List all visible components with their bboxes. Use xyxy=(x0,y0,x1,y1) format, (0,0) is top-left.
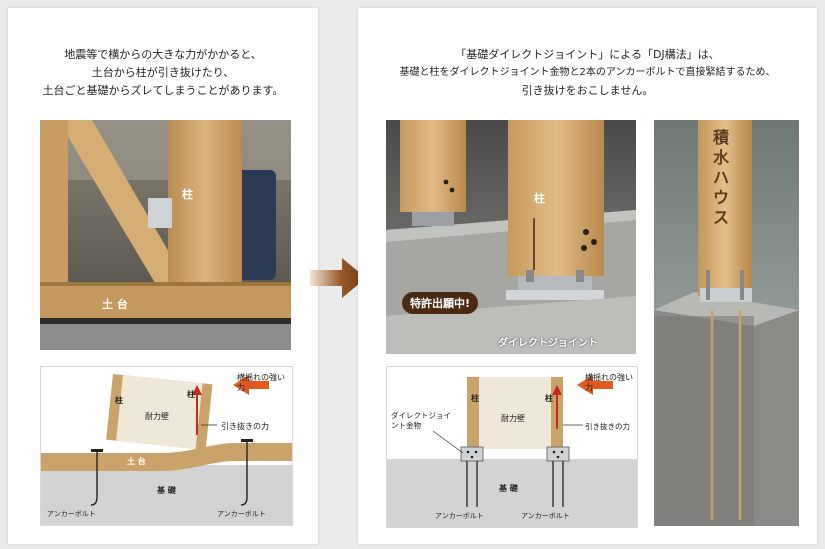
right-caption-line-2: 基礎と柱をダイレクトジョイント金物と2本のアンカーボルトで直接緊結するため、 xyxy=(399,67,776,78)
transition-arrow-icon xyxy=(310,258,366,298)
left-diagram-lateral-force: 横揺れの強い力 xyxy=(237,373,285,392)
right-diagram-lateral-force: 横揺れの強い力 xyxy=(585,373,633,392)
right-diagram: 柱 柱 耐力壁 横揺れの強い力 ダイレクトジョイント金物 引き抜きの力 基 礎 … xyxy=(386,366,638,528)
left-diagram: 柱 柱 耐力壁 横揺れの強い力 引き抜きの力 土 台 基 礎 アンカーボルト ア… xyxy=(40,366,293,526)
left-caption-line-3: 土台ごと基礎からズレてしまうことがあります。 xyxy=(42,84,284,97)
left-photo-illustration xyxy=(40,120,291,350)
right-brand-photo: 積水ハウス xyxy=(654,120,799,526)
right-photo-pillar-label: 柱 xyxy=(534,192,545,205)
right-panel: 「基礎ダイレクトジョイント」による「DJ構法」は、 基礎と柱をダイレクトジョイン… xyxy=(358,8,817,544)
right-caption-line-1: 「基礎ダイレクトジョイント」による「DJ構法」は、 xyxy=(455,48,720,61)
left-diagram-anchor-bolt-left: アンカーボルト xyxy=(47,510,96,518)
left-diagram-foundation: 基 礎 xyxy=(157,486,176,495)
right-photo-illustration xyxy=(386,120,636,354)
right-photo: 柱 特許出願中! ダイレクトジョイント xyxy=(386,120,636,354)
left-diagram-sill: 土 台 xyxy=(127,457,146,466)
left-panel: 地震等で横からの大きな力がかかると、 土台から柱が引き抜けたり、 土台ごと基礎か… xyxy=(8,8,318,544)
left-caption: 地震等で横からの大きな力がかかると、 土台から柱が引き抜けたり、 土台ごと基礎か… xyxy=(8,46,318,100)
left-diagram-drawing xyxy=(41,373,292,525)
direct-joint-label: ダイレクトジョイント xyxy=(498,338,598,349)
right-diagram-pullout-force: 引き抜きの力 xyxy=(585,422,630,431)
right-diagram-pillar-right: 柱 xyxy=(545,394,553,403)
left-diagram-pillar-left: 柱 xyxy=(115,396,123,405)
right-diagram-anchor-bolt-right: アンカーボルト xyxy=(521,512,570,520)
left-diagram-pillar-right: 柱 xyxy=(187,390,195,399)
left-diagram-pullout-force: 引き抜きの力 xyxy=(221,422,269,431)
right-caption-line-3: 引き抜けをおこしません。 xyxy=(521,84,654,97)
left-diagram-shear-wall: 耐力壁 xyxy=(145,412,169,421)
left-caption-line-1: 地震等で横からの大きな力がかかると、 xyxy=(64,48,262,61)
right-diagram-drawing xyxy=(387,375,637,527)
right-diagram-joint-hardware: ダイレクトジョイント金物 xyxy=(391,411,451,430)
right-diagram-foundation: 基 礎 xyxy=(499,484,518,493)
left-photo: 柱 土 台 xyxy=(40,120,291,350)
right-diagram-shear-wall: 耐力壁 xyxy=(501,414,525,423)
left-photo-pillar-label: 柱 xyxy=(182,188,193,201)
right-diagram-pillar-left: 柱 xyxy=(471,394,479,403)
left-photo-sill-label: 土 台 xyxy=(102,298,128,311)
left-caption-line-2: 土台から柱が引き抜けたり、 xyxy=(91,66,235,79)
left-diagram-anchor-bolt-right: アンカーボルト xyxy=(217,510,266,518)
right-brand-photo-illustration xyxy=(654,120,799,526)
right-caption: 「基礎ダイレクトジョイント」による「DJ構法」は、 基礎と柱をダイレクトジョイン… xyxy=(358,46,817,100)
patent-badge: 特許出願中! xyxy=(402,292,479,314)
right-diagram-anchor-bolt-left: アンカーボルト xyxy=(435,512,484,520)
brand-text: 積水ハウス xyxy=(713,128,730,227)
